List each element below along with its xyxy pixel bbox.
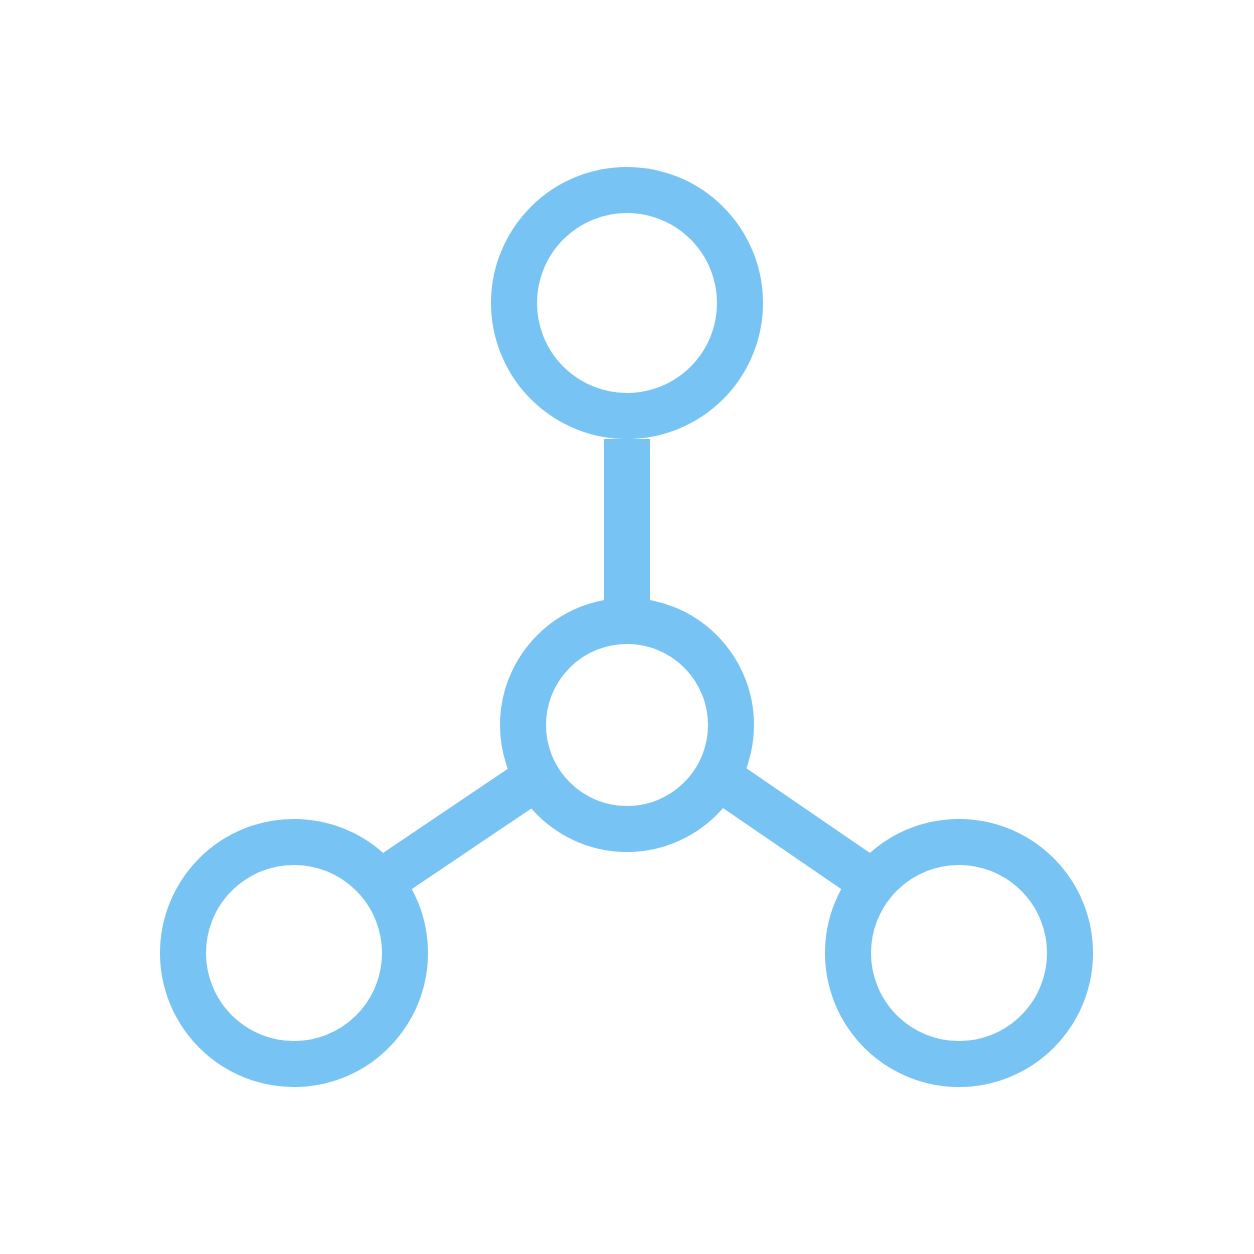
connector-left — [383, 767, 535, 892]
node-bottom-left — [160, 819, 428, 1087]
node-center — [500, 598, 754, 852]
node-top — [491, 167, 763, 439]
connector-right — [719, 768, 871, 891]
node-bottom-right — [825, 819, 1093, 1087]
